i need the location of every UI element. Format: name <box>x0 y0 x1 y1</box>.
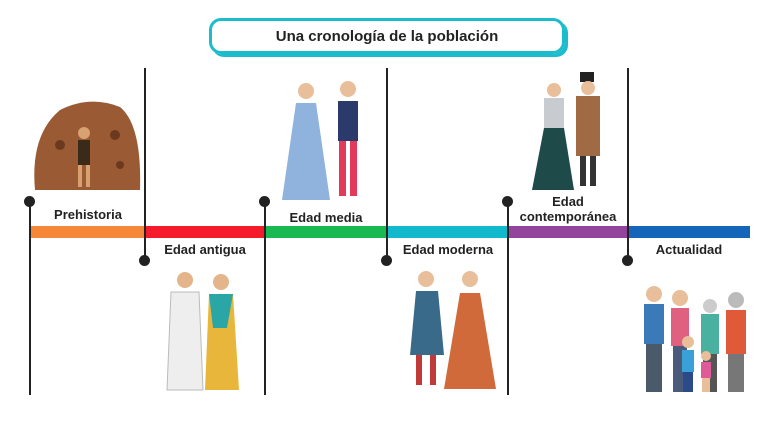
page-title: Una cronología de la población <box>209 18 565 54</box>
marker-dot <box>139 255 150 266</box>
marker-dot <box>381 255 392 266</box>
era-bar-actualidad <box>628 226 750 238</box>
marker-dot <box>24 196 35 207</box>
era-bar-edad-moderna <box>387 226 508 238</box>
era-label-edad-antigua: Edad antigua <box>164 242 246 257</box>
marker-line <box>627 68 629 260</box>
medieval-couple-illustration <box>282 81 358 200</box>
marker-line <box>144 68 146 260</box>
victorian-couple-illustration <box>532 72 600 190</box>
era-bar-edad-antigua <box>145 226 265 238</box>
cave-painting-illustration <box>34 101 141 190</box>
marker-line <box>507 203 509 395</box>
era-label-actualidad: Actualidad <box>655 242 723 257</box>
marker-dot <box>502 196 513 207</box>
marker-line <box>386 68 388 260</box>
era-label-prehistoria: Prehistoria <box>54 207 122 222</box>
marker-dot <box>622 255 633 266</box>
era-label-edad-moderna: Edad moderna <box>402 242 494 257</box>
marker-line <box>29 203 31 395</box>
ancient-roman-couple-illustration <box>166 272 239 391</box>
era-bar-edad-contemporanea <box>508 226 628 238</box>
marker-line <box>264 203 266 395</box>
era-label-edad-media: Edad media <box>289 210 363 225</box>
era-bar-prehistoria <box>30 226 145 238</box>
baroque-couple-illustration <box>410 271 496 389</box>
era-bar-edad-media <box>265 226 387 238</box>
modern-family-illustration <box>644 286 746 392</box>
marker-dot <box>259 196 270 207</box>
era-label-edad-contemporanea: Edad contemporánea <box>519 194 617 224</box>
